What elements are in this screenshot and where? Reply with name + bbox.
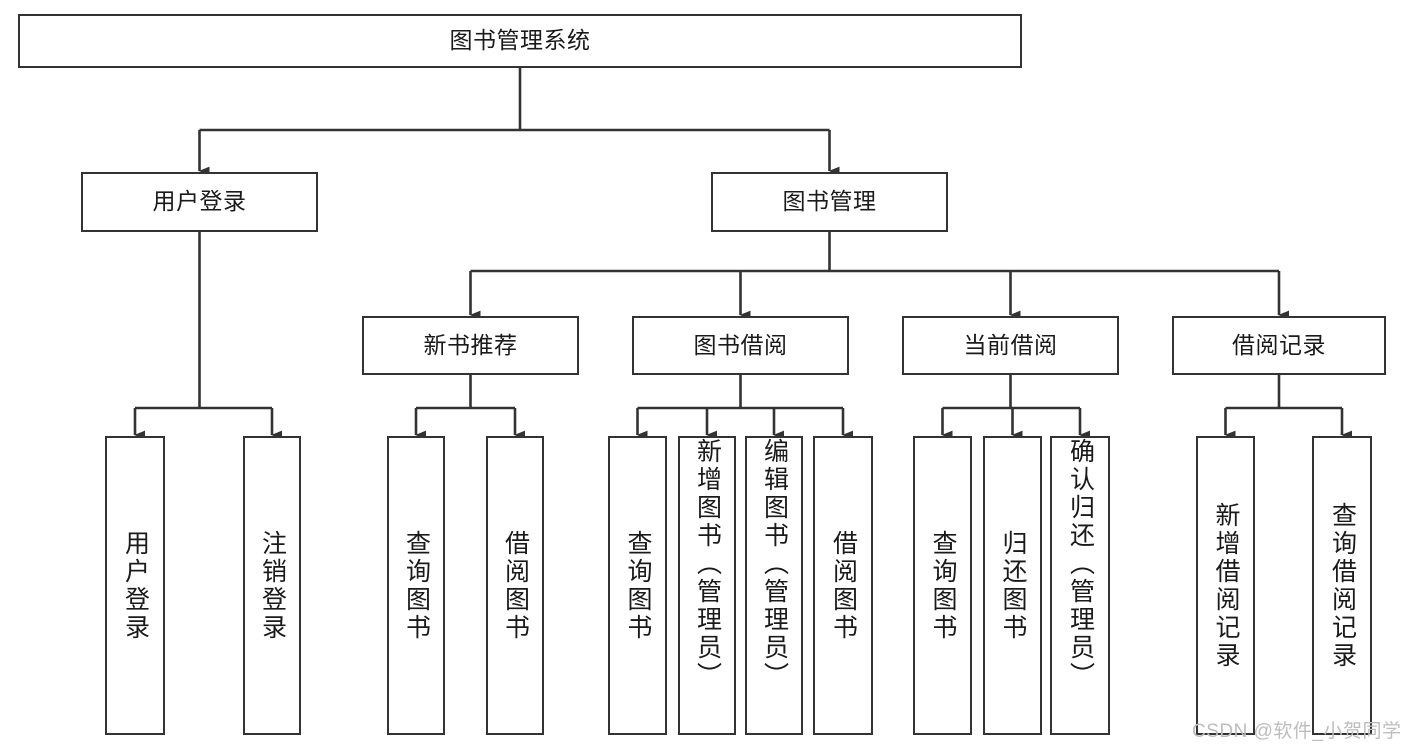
node-label: 借阅图书 [501,529,530,642]
node-book-borrow[interactable]: 图书借阅 [632,316,849,375]
node-label: 图书管理 [782,188,877,215]
node-leaf-borrow-book-2[interactable]: 借阅图书 [813,436,873,735]
node-label: 查询图书 [929,529,957,642]
node-label: 编辑图书（管理员） [760,438,789,690]
node-label: 借阅图书 [829,529,858,642]
node-leaf-add-book-admin[interactable]: 新增图书（管理员） [678,436,736,735]
node-leaf-query-book-2[interactable]: 查询图书 [608,436,667,735]
node-borrow-record[interactable]: 借阅记录 [1172,316,1386,375]
node-label: 注销登录 [258,529,287,642]
node-label: 归还图书 [999,529,1027,642]
node-leaf-query-book-1[interactable]: 查询图书 [387,436,445,735]
node-label: 新书推荐 [423,331,518,358]
csdn-watermark: CSDN @软件_小贺同学 [1192,721,1402,742]
node-book-manage[interactable]: 图书管理 [711,172,948,232]
node-leaf-query-book-3[interactable]: 查询图书 [913,436,972,735]
node-current-borrow[interactable]: 当前借阅 [902,316,1119,375]
node-label: 用户登录 [152,188,247,215]
node-leaf-return-book[interactable]: 归还图书 [983,436,1042,735]
node-label: 借阅记录 [1232,331,1326,358]
connector-paths [133,68,1353,440]
node-leaf-add-borrow-record[interactable]: 新增借阅记录 [1196,436,1255,735]
node-label: 新增借阅记录 [1212,501,1240,670]
node-label: 确认归还（管理员） [1066,438,1095,690]
node-label: 查询图书 [402,529,431,642]
node-label: 查询借阅记录 [1328,501,1357,670]
node-leaf-logout[interactable]: 注销登录 [243,436,301,735]
node-user-login[interactable]: 用户登录 [81,172,318,232]
node-leaf-borrow-book-1[interactable]: 借阅图书 [486,436,544,735]
node-leaf-user-login[interactable]: 用户登录 [105,436,165,735]
node-label: 当前借阅 [963,331,1058,358]
node-label: 用户登录 [121,529,150,642]
node-label: 图书借阅 [693,331,788,358]
node-new-book-recommend[interactable]: 新书推荐 [362,316,579,375]
node-label: 新增图书（管理员） [693,438,722,690]
node-leaf-confirm-return-admin[interactable]: 确认归还（管理员） [1050,436,1110,735]
node-root[interactable]: 图书管理系统 [18,14,1022,68]
node-leaf-edit-book-admin[interactable]: 编辑图书（管理员） [745,436,803,735]
node-label: 查询图书 [624,529,652,642]
node-leaf-query-borrow-record[interactable]: 查询借阅记录 [1312,436,1372,735]
node-label: 图书管理系统 [449,27,591,54]
